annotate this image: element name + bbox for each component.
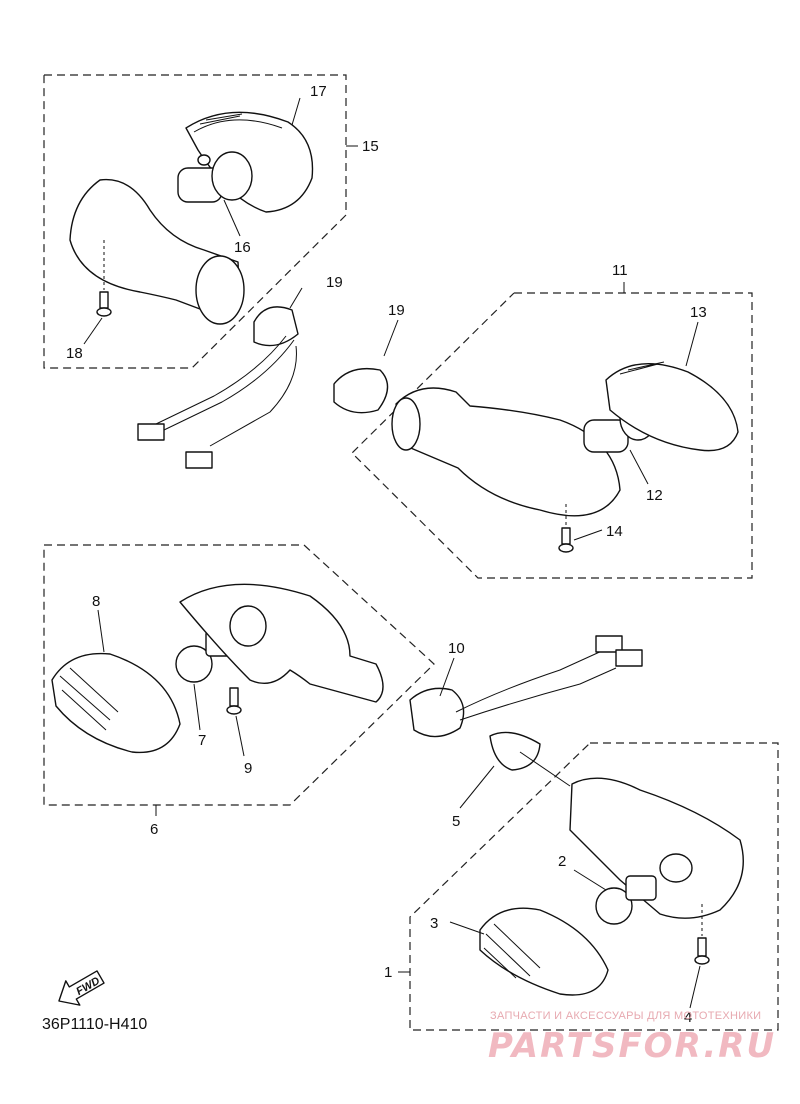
callout-19-right: 19 — [388, 302, 405, 319]
wire-harness-left — [137, 287, 303, 469]
assembly-1-group — [398, 731, 779, 1031]
callout-1: 1 — [384, 964, 392, 981]
callout-5: 5 — [452, 813, 460, 830]
callout-16: 16 — [234, 239, 251, 256]
callout-15: 15 — [362, 138, 379, 155]
callout-8: 8 — [92, 593, 100, 610]
callout-7: 7 — [198, 732, 206, 749]
callout-18: 18 — [66, 345, 83, 362]
wire-harness-center — [409, 635, 643, 738]
diagram-code: 36P1110-H410 — [42, 1016, 148, 1033]
watermark-brand: PARTSFOR.RU — [488, 1026, 777, 1066]
callout-11: 11 — [612, 262, 628, 279]
fwd-label: FWD — [74, 975, 102, 998]
assembly-15-group — [43, 74, 358, 369]
callout-3: 3 — [430, 915, 438, 932]
watermark-tagline: ЗАПЧАСТИ И АКСЕССУАРЫ ДЛЯ МОТОТЕХНИКИ — [490, 1010, 762, 1022]
callout-12: 12 — [646, 487, 663, 504]
callout-2: 2 — [558, 853, 566, 870]
callout-13: 13 — [690, 304, 707, 321]
fwd-arrow-icon: FWD — [58, 970, 105, 1006]
callout-4: 4 — [684, 1009, 692, 1026]
callout-9: 9 — [244, 760, 252, 777]
callout-6: 6 — [150, 821, 158, 838]
callout-17: 17 — [310, 83, 327, 100]
callout-10: 10 — [448, 640, 465, 657]
callout-14: 14 — [606, 523, 623, 540]
assembly-11-group — [333, 282, 753, 579]
assembly-6-group — [43, 544, 435, 816]
callout-19-left: 19 — [326, 274, 343, 291]
